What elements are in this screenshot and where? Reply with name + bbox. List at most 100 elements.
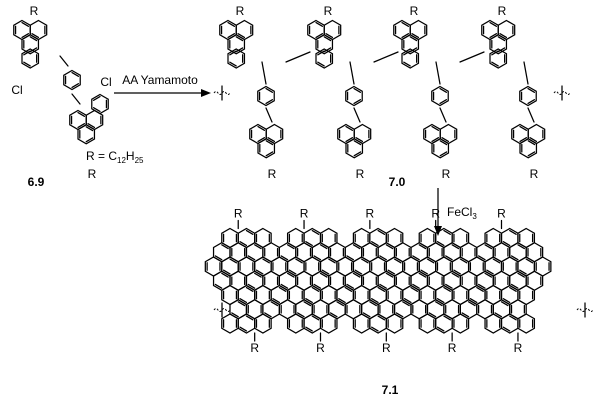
double-bond — [92, 107, 101, 113]
double-bond — [486, 269, 494, 275]
polymer-unit-1-phenyl — [345, 85, 363, 107]
double-bond — [297, 312, 305, 318]
double-bond — [492, 258, 501, 264]
double-bond — [71, 71, 80, 77]
double-bond — [461, 312, 470, 318]
double-bond — [428, 312, 437, 318]
r-substituent: R — [356, 167, 365, 181]
biaryl-bond — [265, 107, 273, 123]
double-bond — [439, 140, 448, 146]
double-bond — [403, 50, 411, 56]
double-bond — [484, 244, 493, 250]
double-bond — [443, 286, 451, 292]
r-substituent: R — [30, 4, 39, 18]
double-bond — [265, 151, 274, 157]
double-bond — [435, 301, 443, 307]
ribbon-ring-r6-c0 — [221, 313, 239, 334]
polymer-unit-0-bottom-ring-c — [257, 138, 276, 159]
ribbon-ring-r6-c12 — [418, 313, 437, 334]
double-bond — [409, 47, 418, 53]
double-bond — [502, 298, 511, 304]
polymer-unit-3-top-ring-c — [489, 34, 508, 55]
double-bond — [499, 33, 508, 39]
double-bond — [502, 241, 511, 247]
r-substituent: R — [442, 167, 451, 181]
double-bond — [484, 272, 493, 278]
double-bond — [247, 283, 256, 289]
double-bond — [346, 255, 355, 261]
r-group-definition: R = C12H25 — [86, 149, 144, 165]
double-bond — [409, 36, 418, 42]
polymer-unit-1-top-ring-d — [315, 48, 334, 69]
double-bond — [525, 258, 534, 264]
double-bond — [255, 269, 264, 275]
double-bond — [305, 298, 313, 304]
double-bond — [412, 255, 420, 261]
inter-unit-bond — [285, 51, 311, 63]
compound-label-6.9: 6.9 — [28, 175, 45, 189]
biaryl-bond — [353, 107, 361, 123]
reaction-arrow-yamamoto — [114, 89, 211, 97]
double-bond — [441, 137, 450, 143]
ribbon-ring-r6-c14 — [451, 313, 470, 334]
biaryl-bond — [527, 107, 535, 123]
double-bond — [491, 50, 499, 56]
double-bond — [527, 140, 536, 146]
double-bond — [355, 137, 364, 143]
double-bond — [329, 312, 338, 318]
double-bond — [227, 21, 236, 27]
r-substituent: R — [530, 167, 539, 181]
double-bond — [500, 301, 509, 307]
reagent-label-fecl3: FeCl3 — [447, 205, 477, 221]
double-bond — [467, 301, 476, 307]
double-bond — [87, 123, 96, 129]
r-substituent: R — [324, 4, 333, 18]
r-def-prefix: R = C — [86, 149, 117, 163]
double-bond — [377, 229, 386, 235]
double-bond — [469, 298, 478, 304]
double-bond — [352, 244, 361, 250]
double-bond — [353, 99, 362, 105]
r-substituent: R — [448, 341, 457, 355]
compound-label-7.1: 7.1 — [382, 383, 399, 397]
double-bond — [411, 33, 420, 39]
double-bond — [229, 50, 237, 56]
double-bond — [29, 47, 38, 53]
ribbon-ring-r6-c10 — [385, 313, 404, 334]
double-bond — [431, 125, 440, 131]
double-bond — [311, 286, 320, 292]
double-bond — [315, 33, 324, 39]
double-bond — [311, 315, 320, 321]
double-bond — [439, 87, 448, 93]
double-bond — [431, 137, 440, 143]
reaction-arrow-fecl3 — [434, 188, 442, 236]
double-bond — [412, 283, 420, 289]
double-bond — [418, 244, 427, 250]
double-bond — [519, 269, 527, 275]
polymer-unit-2-top-ring-d — [401, 48, 420, 69]
polymer-unit-0-top-ring-c — [227, 34, 246, 55]
ribbon-ring-r6-c13 — [435, 313, 453, 334]
double-bond — [519, 137, 528, 143]
double-bond — [267, 137, 276, 143]
r-substituent: R — [498, 4, 507, 18]
double-bond — [509, 286, 517, 292]
biaryl-bond — [435, 61, 441, 85]
double-bond — [270, 301, 279, 307]
double-bond — [29, 36, 38, 42]
double-bond — [436, 241, 445, 247]
biaryl-bond — [523, 61, 529, 85]
inter-unit-bond — [459, 51, 485, 63]
double-bond — [245, 229, 254, 235]
double-bond — [517, 272, 525, 278]
double-bond — [323, 36, 332, 42]
r-def-subscript-2: 25 — [135, 156, 144, 165]
monomer-central-phenyl — [63, 69, 81, 91]
ribbon-ring-r6-c1 — [237, 313, 256, 334]
reagent-fecl3-subscript: 3 — [472, 212, 477, 221]
double-bond — [235, 36, 244, 42]
double-bond — [403, 298, 412, 304]
